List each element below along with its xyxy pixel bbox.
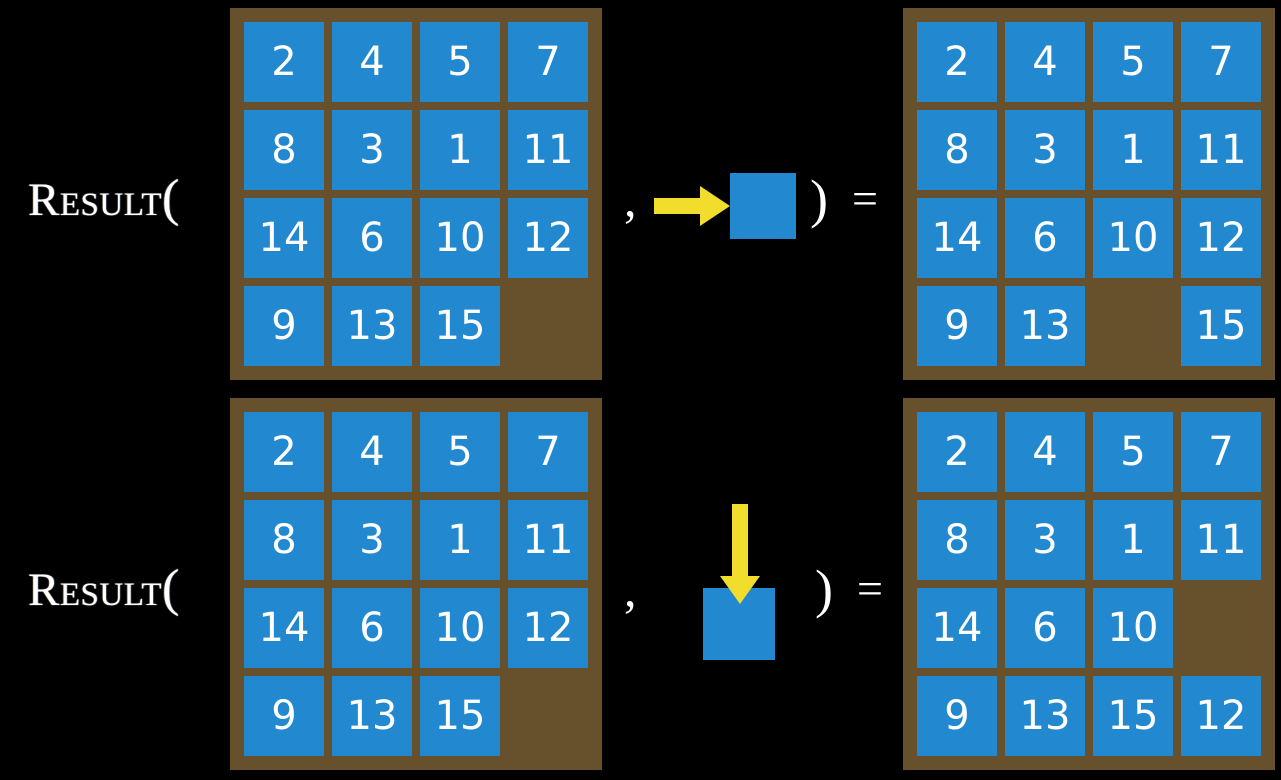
tile[interactable]: 10 bbox=[420, 588, 500, 668]
result-function-label: Result( bbox=[28, 173, 180, 225]
equation-row-move-right: Result( 2 4 5 7 8 3 1 11 14 6 10 12 9 13… bbox=[0, 8, 1281, 390]
tile[interactable]: 11 bbox=[508, 110, 588, 190]
tile[interactable]: 1 bbox=[1093, 500, 1173, 580]
tile[interactable]: 4 bbox=[332, 22, 412, 102]
tile[interactable]: 4 bbox=[1005, 412, 1085, 492]
tile[interactable]: 10 bbox=[420, 198, 500, 278]
tile[interactable]: 6 bbox=[1005, 198, 1085, 278]
tile[interactable]: 10 bbox=[1093, 588, 1173, 668]
tile[interactable]: 8 bbox=[917, 500, 997, 580]
tile[interactable]: 5 bbox=[420, 22, 500, 102]
tile[interactable]: 5 bbox=[1093, 412, 1173, 492]
blank-tile-operand[interactable] bbox=[730, 173, 796, 239]
tile[interactable]: 15 bbox=[1093, 676, 1173, 756]
tile[interactable]: 3 bbox=[1005, 500, 1085, 580]
tile[interactable]: 13 bbox=[332, 286, 412, 366]
tile[interactable]: 14 bbox=[917, 198, 997, 278]
tile[interactable]: 2 bbox=[244, 22, 324, 102]
tile[interactable]: 12 bbox=[508, 198, 588, 278]
result-word: Result bbox=[28, 564, 162, 616]
tile[interactable]: 15 bbox=[420, 286, 500, 366]
tile[interactable]: 9 bbox=[244, 286, 324, 366]
blank-cell bbox=[508, 286, 588, 366]
input-board-move-down: 2 4 5 7 8 3 1 11 14 6 10 12 9 13 15 bbox=[230, 398, 602, 770]
tile[interactable]: 1 bbox=[420, 110, 500, 190]
tile[interactable]: 13 bbox=[332, 676, 412, 756]
tile[interactable]: 3 bbox=[332, 500, 412, 580]
tile[interactable]: 4 bbox=[1005, 22, 1085, 102]
close-paren: ) bbox=[810, 169, 828, 229]
comma-separator: , bbox=[624, 561, 637, 617]
tile[interactable]: 9 bbox=[917, 676, 997, 756]
tile[interactable]: 2 bbox=[244, 412, 324, 492]
blank-cell bbox=[1181, 588, 1261, 668]
equation-row-move-down: Result( 2 4 5 7 8 3 1 11 14 6 10 12 9 13… bbox=[0, 398, 1281, 780]
tile[interactable]: 14 bbox=[917, 588, 997, 668]
tile[interactable]: 14 bbox=[244, 198, 324, 278]
result-function-label: Result( bbox=[28, 563, 180, 615]
tile[interactable]: 11 bbox=[508, 500, 588, 580]
tile[interactable]: 9 bbox=[244, 676, 324, 756]
tile[interactable]: 15 bbox=[1181, 286, 1261, 366]
tile[interactable]: 5 bbox=[1093, 22, 1173, 102]
output-board-move-right: 2 4 5 7 8 3 1 11 14 6 10 12 9 13 15 bbox=[903, 8, 1275, 380]
tile[interactable]: 7 bbox=[1181, 22, 1261, 102]
tile[interactable]: 6 bbox=[332, 198, 412, 278]
tile[interactable]: 4 bbox=[332, 412, 412, 492]
tile[interactable]: 3 bbox=[1005, 110, 1085, 190]
arrow-right-icon bbox=[654, 186, 730, 226]
output-board-move-down: 2 4 5 7 8 3 1 11 14 6 10 9 13 15 12 bbox=[903, 398, 1275, 770]
tile[interactable]: 13 bbox=[1005, 286, 1085, 366]
result-word: Result bbox=[28, 174, 162, 226]
comma-separator: , bbox=[624, 171, 637, 227]
open-paren: ( bbox=[161, 560, 180, 617]
tile[interactable]: 15 bbox=[420, 676, 500, 756]
tile[interactable]: 7 bbox=[508, 22, 588, 102]
tile[interactable]: 7 bbox=[508, 412, 588, 492]
operand-group-move-down: , ) = bbox=[612, 398, 902, 780]
close-paren: ) bbox=[815, 559, 833, 619]
equals-sign: = bbox=[857, 563, 883, 614]
tile[interactable]: 2 bbox=[917, 22, 997, 102]
tile[interactable]: 3 bbox=[332, 110, 412, 190]
input-board-move-right: 2 4 5 7 8 3 1 11 14 6 10 12 9 13 15 bbox=[230, 8, 602, 380]
arrow-down-icon bbox=[720, 504, 760, 604]
operand-group-move-right: , ) = bbox=[612, 8, 902, 390]
tile[interactable]: 12 bbox=[1181, 198, 1261, 278]
tile[interactable]: 6 bbox=[1005, 588, 1085, 668]
tile[interactable]: 1 bbox=[1093, 110, 1173, 190]
blank-cell bbox=[508, 676, 588, 756]
tile[interactable]: 2 bbox=[917, 412, 997, 492]
open-paren: ( bbox=[161, 170, 180, 227]
tile[interactable]: 10 bbox=[1093, 198, 1173, 278]
tile[interactable]: 5 bbox=[420, 412, 500, 492]
tile[interactable]: 1 bbox=[420, 500, 500, 580]
tile[interactable]: 8 bbox=[917, 110, 997, 190]
tile[interactable]: 12 bbox=[1181, 676, 1261, 756]
blank-cell bbox=[1093, 286, 1173, 366]
tile[interactable]: 7 bbox=[1181, 412, 1261, 492]
equals-sign: = bbox=[852, 173, 878, 224]
tile[interactable]: 12 bbox=[508, 588, 588, 668]
tile[interactable]: 6 bbox=[332, 588, 412, 668]
tile[interactable]: 9 bbox=[917, 286, 997, 366]
tile[interactable]: 8 bbox=[244, 500, 324, 580]
tile[interactable]: 8 bbox=[244, 110, 324, 190]
tile[interactable]: 14 bbox=[244, 588, 324, 668]
tile[interactable]: 11 bbox=[1181, 110, 1261, 190]
tile[interactable]: 11 bbox=[1181, 500, 1261, 580]
tile[interactable]: 13 bbox=[1005, 676, 1085, 756]
